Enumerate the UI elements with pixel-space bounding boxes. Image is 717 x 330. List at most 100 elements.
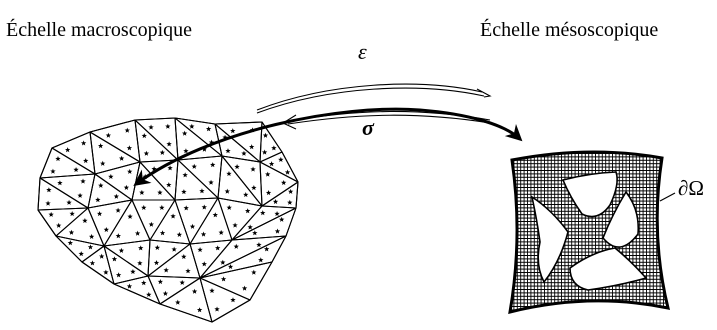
gauss-point-star (108, 173, 114, 179)
gauss-point-star (88, 233, 95, 239)
gauss-point-star (264, 246, 270, 252)
gauss-point-star (265, 190, 272, 196)
gauss-point-star (118, 247, 125, 253)
gauss-point-star (124, 127, 130, 133)
gauss-point-star (98, 182, 104, 188)
gauss-point-star (199, 188, 205, 194)
macro-fe-mesh (37, 117, 299, 323)
gauss-point-star (55, 156, 61, 162)
gauss-point-star (46, 187, 52, 193)
gauss-point-star (78, 251, 84, 257)
strain-symbol: ε (358, 39, 367, 64)
gauss-point-star (127, 168, 133, 174)
gauss-point-star (77, 192, 83, 198)
gauss-point-star (241, 285, 248, 291)
inclusion-top (561, 171, 618, 218)
gauss-point-star (197, 247, 203, 253)
gauss-point-star (196, 307, 203, 313)
gauss-point-star (157, 189, 163, 195)
gauss-point-star (127, 213, 133, 219)
gauss-point-star (148, 221, 155, 227)
gauss-point-star (115, 207, 121, 213)
gauss-point-star (115, 272, 122, 278)
gauss-point-star (89, 260, 96, 266)
gauss-point-star (233, 243, 239, 249)
gauss-point-star (146, 291, 152, 297)
gauss-point-star (65, 147, 71, 153)
gauss-point-star (113, 193, 119, 199)
gauss-point-star (97, 143, 104, 149)
gauss-point-star (258, 257, 264, 263)
mesh-element (199, 277, 251, 323)
macro-scale-title: Échelle macroscopique (6, 19, 193, 41)
gauss-point-star (82, 217, 88, 224)
gauss-point-star (45, 200, 51, 206)
gauss-point-star (191, 288, 198, 294)
gauss-point-star (176, 231, 183, 237)
gauss-point-star (226, 204, 232, 210)
gauss-point-star (279, 216, 285, 222)
gauss-point-star (214, 306, 220, 312)
gauss-point-star (159, 204, 165, 210)
gauss-point-star (230, 297, 236, 303)
gauss-point-star (66, 199, 72, 205)
gauss-point-star (218, 229, 224, 235)
gauss-point-star (68, 229, 75, 235)
gauss-point-star (260, 210, 266, 216)
gauss-point-star (153, 260, 160, 266)
gauss-point-star (50, 168, 56, 174)
inclusion-left (530, 195, 569, 284)
gauss-point-star (141, 204, 147, 210)
gauss-point-star (245, 208, 251, 214)
gauss-point-star (224, 188, 230, 194)
gauss-point-star (157, 279, 164, 285)
gauss-point-star (201, 204, 207, 210)
gauss-point-star (251, 185, 257, 191)
gauss-point-star (256, 242, 262, 248)
gauss-point-star (95, 197, 101, 203)
inclusion-right (602, 190, 640, 248)
gauss-point-star (83, 158, 89, 164)
gauss-point-star (247, 224, 253, 230)
gauss-point-star (111, 256, 118, 262)
meso-scale-title: Échelle mésoscopique (480, 19, 659, 41)
localization-arrow (133, 107, 523, 186)
gauss-point-star (115, 233, 121, 239)
gauss-point-star (287, 199, 293, 205)
boundary-leader-line (659, 192, 676, 202)
gauss-point-star (175, 299, 181, 305)
gauss-point-star (163, 267, 169, 273)
mesh-outline (37, 117, 299, 323)
gauss-point-star (80, 140, 87, 146)
gauss-point-star (274, 228, 281, 234)
gauss-point-star (159, 230, 166, 236)
gauss-point-star (154, 244, 161, 250)
gauss-point-star (251, 269, 257, 275)
gauss-point-star (87, 244, 94, 250)
gauss-point-star (100, 160, 106, 166)
gauss-point-star (80, 178, 86, 184)
gauss-point-star (103, 226, 109, 233)
gauss-point-star (138, 245, 144, 251)
gauss-point-star (179, 279, 185, 285)
gauss-point-star (103, 269, 109, 275)
gauss-point-star (220, 259, 226, 265)
gauss-point-star (57, 180, 63, 186)
gauss-point-star (185, 268, 191, 274)
gauss-point-star (134, 230, 141, 236)
gauss-point-star (139, 189, 145, 195)
gauss-point-star (73, 166, 79, 173)
gauss-point-star (96, 211, 103, 217)
gauss-point-star (48, 211, 54, 217)
gauss-point-star (126, 283, 133, 289)
gauss-point-star (212, 212, 218, 218)
gauss-point-star (99, 253, 105, 259)
gauss-point-star (209, 287, 215, 294)
gauss-point-star (189, 223, 196, 229)
inclusion-bottom (569, 247, 648, 291)
strain-arrow (256, 83, 492, 114)
gauss-point-star (181, 189, 187, 195)
gauss-point-star (215, 245, 221, 251)
